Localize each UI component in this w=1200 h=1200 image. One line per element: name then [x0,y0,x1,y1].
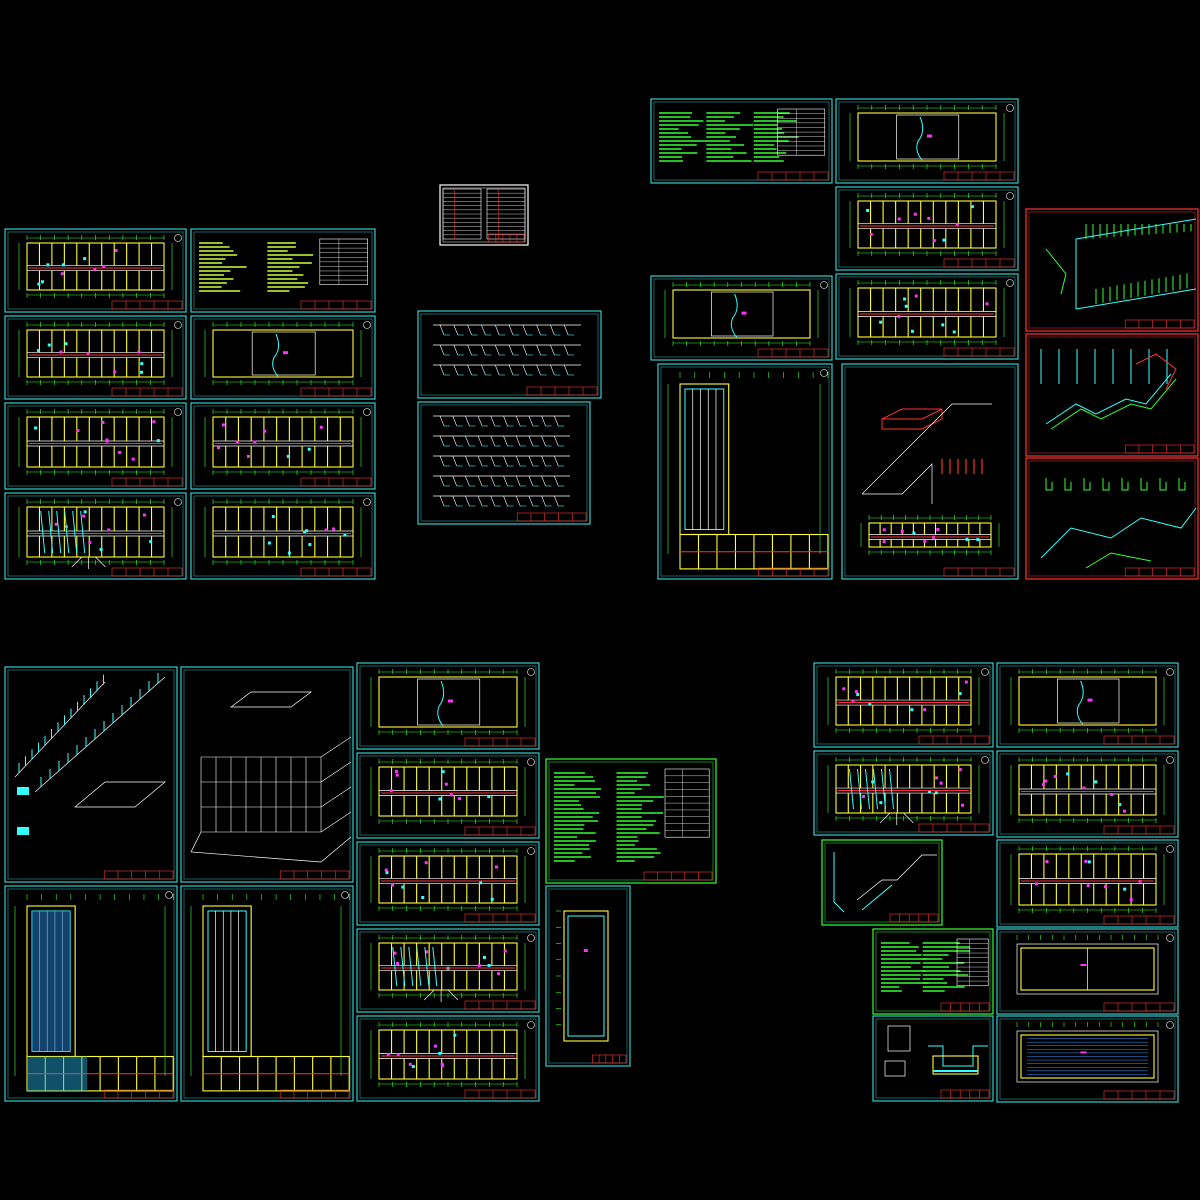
sheet-frame [4,666,178,883]
drawing-sheet-riser [417,310,602,399]
sheet-frame [996,928,1179,1015]
sheet-frame [4,228,187,313]
sheet-frame [650,275,833,361]
drawing-sheet-longplan2 [4,885,178,1102]
sheet-frame [996,839,1179,928]
sheet-frame [657,363,833,580]
drawing-sheet-notes [190,228,376,313]
sheet-frame [821,839,943,926]
sheet-frame [1025,208,1199,332]
sheet-frame [841,363,1019,580]
drawing-sheet-plan3 [356,928,540,1013]
drawing-sheet-plan [4,402,187,490]
drawing-sheet-rectplan2 [996,1015,1179,1103]
sheet-frame [996,750,1179,838]
sheet-frame [180,885,354,1102]
sheet-frame [190,228,376,313]
drawing-sheet-axo2 [4,666,178,883]
drawing-sheet-notes2 [650,98,833,184]
sheet-frame [439,184,529,246]
drawing-sheet-plan [813,662,994,748]
sheet-frame [1025,457,1199,580]
sheet-frame [356,841,540,926]
drawing-sheet-plan [356,841,540,926]
sheet-frame [180,666,354,883]
drawing-sheet-longplan [180,885,354,1102]
drawing-sheet-plan [190,402,376,490]
drawing-sheet-axo3 [180,666,354,883]
sheet-frame [4,402,187,490]
drawing-sheet-axored [1025,208,1199,332]
sheet-frame [417,401,591,525]
drawing-sheet-plan3 [813,750,994,836]
sheet-frame [190,492,376,580]
sheet-frame [4,885,178,1102]
drawing-sheet-rectplan [996,928,1179,1015]
drawing-sheet-plan [356,1015,540,1102]
sheet-frame [356,928,540,1013]
drawing-sheet-axored2 [1025,457,1199,580]
drawing-sheet-longplan [657,363,833,580]
drawing-sheet-plan [356,752,540,839]
drawing-sheet-plan4 [650,275,833,361]
sheet-frame [4,492,187,580]
drawing-sheet-plan [996,750,1179,838]
sheet-frame [356,662,540,750]
sheet-frame [650,98,833,184]
drawing-sheet-plan2 [190,315,376,400]
sheet-frame [872,928,994,1015]
drawing-sheet-plan [835,186,1019,271]
drawing-sheet-detail [872,1015,994,1102]
drawing-sheet-plan [4,228,187,313]
drawing-sheet-plan [996,839,1179,928]
drawing-sheet-plan2 [356,662,540,750]
drawing-sheet-riser [417,401,591,525]
sheet-frame [1025,333,1199,457]
drawing-sheet-riser3 [821,839,943,926]
drawing-sheet-plan [835,273,1019,360]
sheet-frame [835,273,1019,360]
sheet-frame [190,315,376,400]
sheet-frame [190,402,376,490]
sheet-frame [996,1015,1179,1103]
drawing-sheet-vplan [545,885,631,1067]
drawing-sheet-riser2 [1025,333,1199,457]
drawing-sheet-plan2 [996,662,1179,748]
drawing-sheet-notes3 [545,758,717,884]
drawing-sheet-plan [190,492,376,580]
sheet-frame [4,315,187,400]
sheet-frame [813,662,994,748]
sheet-frame [545,885,631,1067]
drawing-sheet-notes4 [872,928,994,1015]
sheet-frame [835,98,1019,184]
drawing-sheet-schedule [439,184,529,246]
sheet-frame [813,750,994,836]
drawing-sheet-plan3 [4,492,187,580]
drawing-sheet-plan [4,315,187,400]
sheet-frame [356,1015,540,1102]
sheet-frame [872,1015,994,1102]
drawing-sheet-plan2 [835,98,1019,184]
drawing-sheet-axo [841,363,1019,580]
sheet-frame [996,662,1179,748]
sheet-frame [545,758,717,884]
sheet-frame [417,310,602,399]
sheet-frame [835,186,1019,271]
sheet-frame [356,752,540,839]
